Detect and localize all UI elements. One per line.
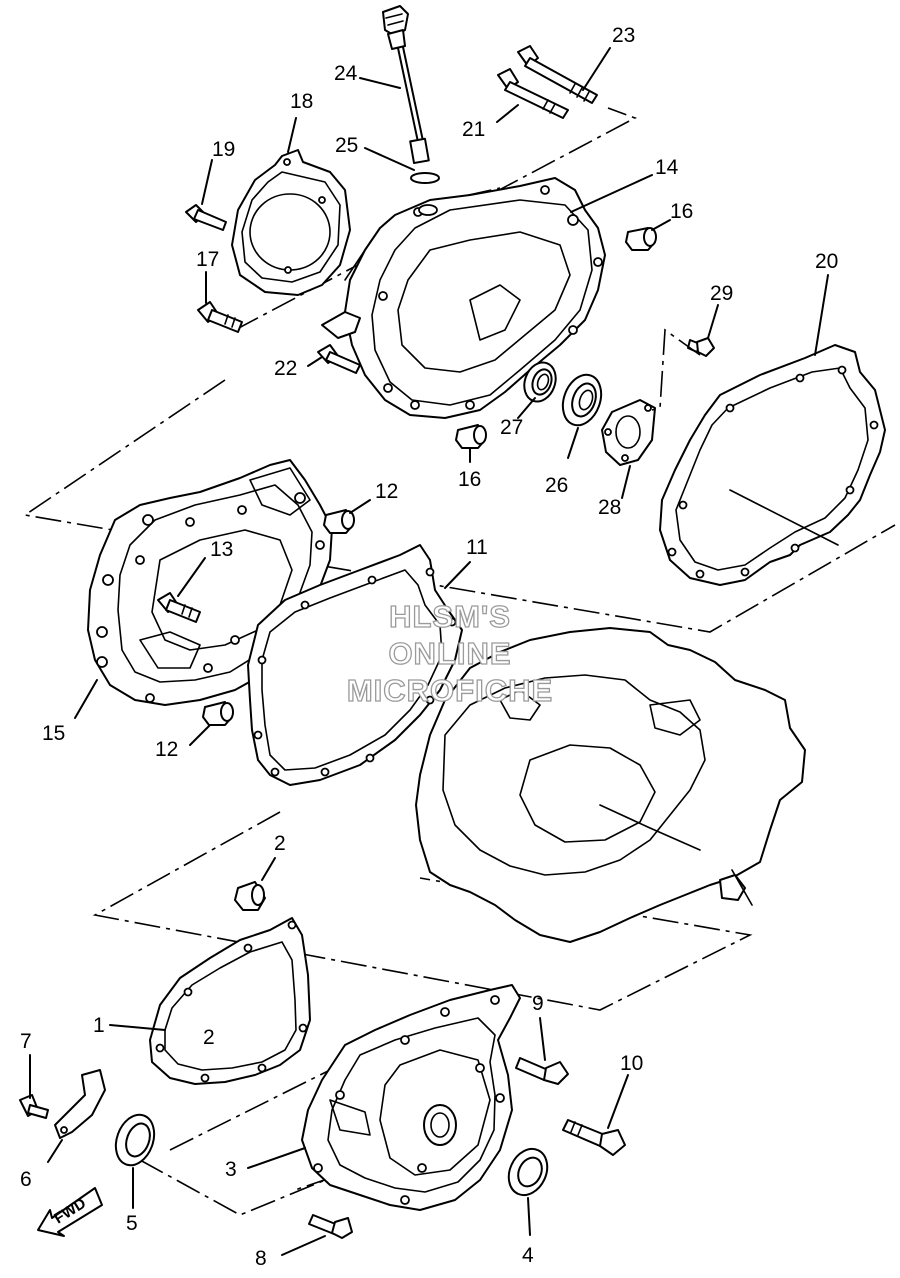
gasket-part-11 xyxy=(247,544,471,786)
bearing-part-27 xyxy=(517,361,557,419)
callout-21: 21 xyxy=(462,118,485,141)
callout-13: 13 xyxy=(210,538,233,561)
callout-2-upper: 2 xyxy=(274,832,286,855)
callout-15: 15 xyxy=(42,722,65,745)
callout-5: 5 xyxy=(126,1212,138,1235)
bolt-part-9 xyxy=(515,1017,569,1085)
callout-2-lower: 2 xyxy=(203,1026,215,1049)
oil-seal-part-4 xyxy=(507,1147,549,1236)
dowel-pin-part-16-upper xyxy=(625,219,671,251)
reference-plane-lower xyxy=(92,811,753,1011)
dipstick-part-24 xyxy=(359,5,430,165)
callout-24: 24 xyxy=(334,62,358,85)
callout-25: 25 xyxy=(335,134,358,157)
forward-arrow-icon: FWD xyxy=(37,1187,103,1237)
callout-18: 18 xyxy=(290,90,313,113)
screw-part-7 xyxy=(19,1054,49,1119)
long-bolt-part-21 xyxy=(496,68,569,123)
bolt-part-10 xyxy=(562,1074,629,1156)
watermark: HLSM'S ONLINE MICROFICHE xyxy=(346,598,553,708)
bearing-part-26 xyxy=(561,373,603,459)
callout-9: 9 xyxy=(532,992,544,1015)
dowel-pin-part-16-lower xyxy=(455,424,487,463)
callout-10: 10 xyxy=(620,1052,643,1075)
callout-12-lower: 12 xyxy=(155,738,178,761)
callout-14: 14 xyxy=(655,156,679,179)
callout-23: 23 xyxy=(612,24,635,47)
watermark-line-2: ONLINE xyxy=(388,636,511,671)
dowel-pin-part-12-upper xyxy=(323,499,371,534)
screw-part-17 xyxy=(197,271,243,333)
callout-3: 3 xyxy=(225,1158,237,1181)
callout-28: 28 xyxy=(598,496,621,519)
cover-plate-part-18 xyxy=(231,117,351,296)
callout-12-upper: 12 xyxy=(375,480,398,503)
crankcase-cover-part-3 xyxy=(247,984,521,1211)
callout-29: 29 xyxy=(710,282,733,305)
callout-16-upper: 16 xyxy=(670,200,693,223)
gasket-part-20 xyxy=(659,274,886,586)
screw-part-29 xyxy=(651,304,719,411)
crankcase-cover-part-14 xyxy=(307,174,653,419)
callout-22: 22 xyxy=(274,357,297,380)
dowel-pin-part-2-upper xyxy=(234,857,276,911)
watermark-line-1: HLSM'S xyxy=(389,599,511,634)
callout-labels: 23 24 18 21 25 19 14 16 17 20 29 22 27 1… xyxy=(20,24,838,1270)
callout-4: 4 xyxy=(522,1244,534,1267)
screw-part-19 xyxy=(185,159,227,231)
callout-17: 17 xyxy=(196,248,219,271)
retainer-plate-part-28 xyxy=(601,399,656,499)
callout-19: 19 xyxy=(212,138,235,161)
clamp-part-6 xyxy=(47,1069,106,1163)
gasket-part-1 xyxy=(109,917,311,1085)
callout-7: 7 xyxy=(20,1030,32,1053)
engine-block xyxy=(415,627,806,943)
watermark-line-3: MICROFICHE xyxy=(347,673,553,708)
o-ring-part-25 xyxy=(364,147,440,184)
callout-26: 26 xyxy=(545,474,568,497)
callout-20: 20 xyxy=(815,250,838,273)
callout-27: 27 xyxy=(500,416,523,439)
callout-8: 8 xyxy=(255,1247,267,1270)
callout-16-lower: 16 xyxy=(458,468,481,491)
dowel-pin-part-12-lower xyxy=(189,701,234,746)
callout-11: 11 xyxy=(466,536,488,559)
bolt-part-8 xyxy=(281,1214,353,1256)
oil-seal-part-5 xyxy=(114,1113,156,1209)
long-bolt-part-23 xyxy=(517,45,611,104)
callout-6: 6 xyxy=(20,1168,32,1191)
callout-1: 1 xyxy=(93,1014,105,1037)
bolt-part-13 xyxy=(157,557,206,623)
